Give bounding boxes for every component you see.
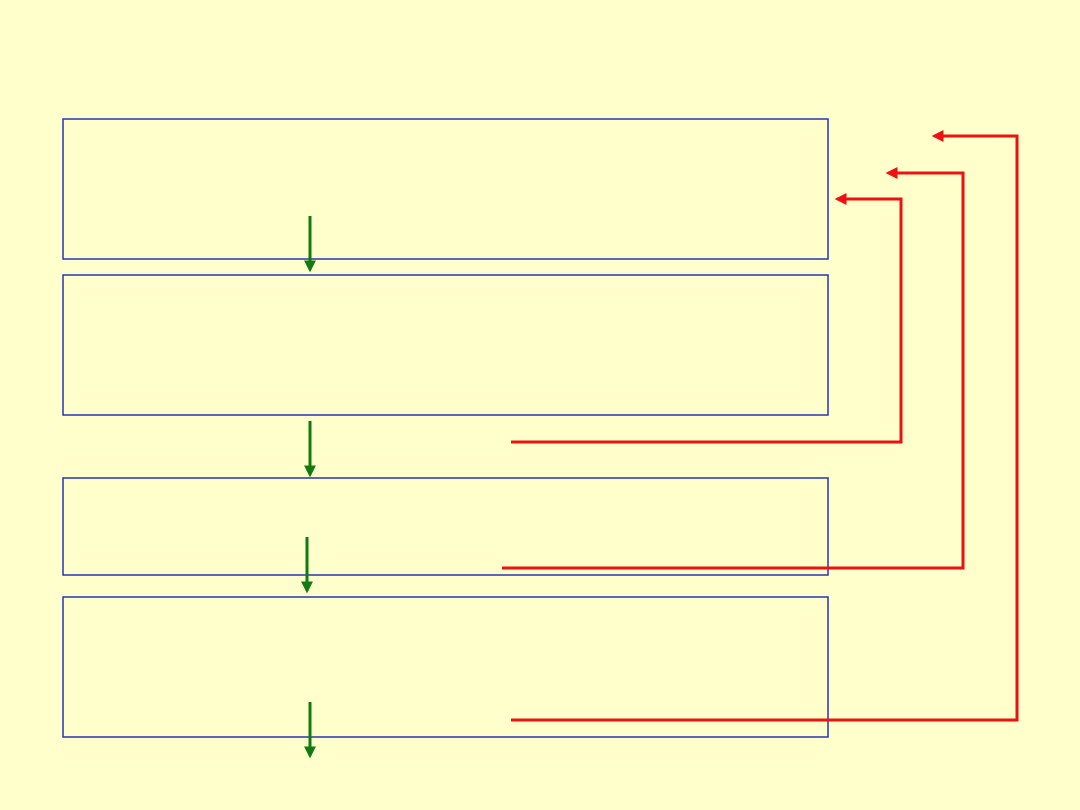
diagram-box-2 xyxy=(62,274,829,416)
diagram-box-3 xyxy=(62,477,829,576)
feedback-arrow-1 xyxy=(511,193,903,444)
diagram-box-4 xyxy=(62,596,829,738)
feedback-arrow-3 xyxy=(511,130,1019,722)
feedback-arrow-2 xyxy=(502,167,965,570)
diagram-box-1 xyxy=(62,118,829,260)
